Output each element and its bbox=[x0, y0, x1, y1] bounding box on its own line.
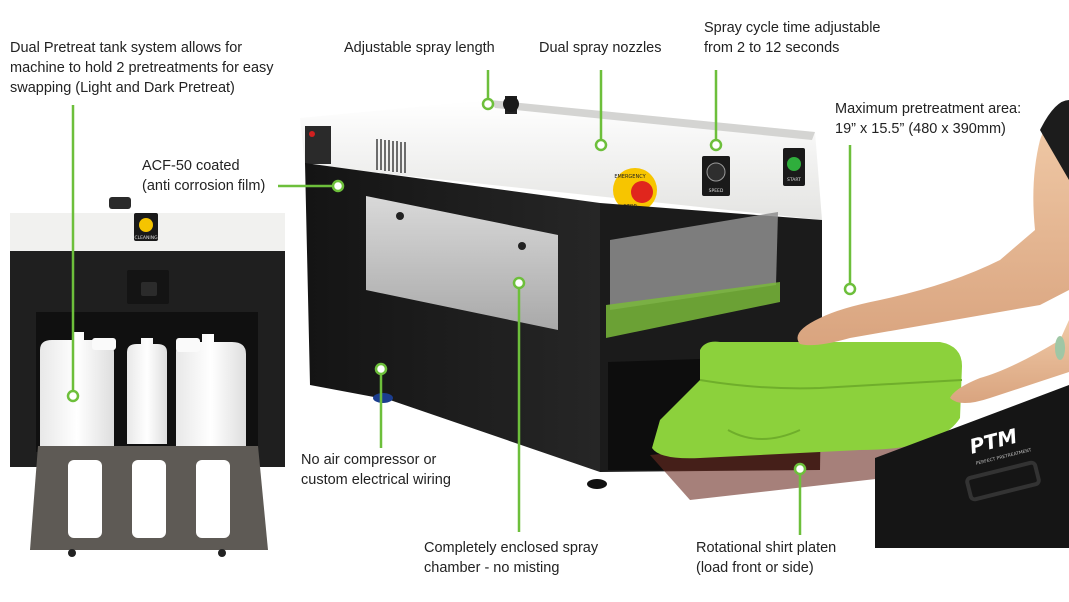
ptm-front-board: PTM PERFECT PRETREATMENT bbox=[875, 385, 1069, 548]
callout-dual-tank: Dual Pretreat tank system allows for mac… bbox=[10, 38, 274, 98]
timer-label: SPEED bbox=[709, 188, 724, 194]
marker-spray-length bbox=[481, 97, 495, 111]
callout-no-compressor-line-1: No air compressor or bbox=[301, 452, 437, 468]
green-t-shirt bbox=[652, 341, 962, 459]
callout-acf-coating-line-2: (anti corrosion film) bbox=[142, 178, 266, 194]
callout-cycle-time-line-1: Spray cycle time adjustable bbox=[704, 20, 881, 36]
callout-shirt-platen-line-1: Rotational shirt platen bbox=[696, 540, 837, 556]
shirt-fold bbox=[699, 379, 963, 390]
callout-cycle-time: Spray cycle time adjustable from 2 to 12… bbox=[704, 18, 881, 58]
bottle-3 bbox=[176, 334, 246, 446]
callout-max-area: Maximum pretreatment area: 19” x 15.5” (… bbox=[835, 99, 1021, 139]
callout-dual-tank-line-2: machine to hold 2 pretreatments for easy bbox=[10, 60, 274, 76]
callout-shirt-platen-line-2: (load front or side) bbox=[696, 560, 814, 576]
callout-cycle-time-line-2: from 2 to 12 seconds bbox=[704, 40, 840, 56]
marker-max-area bbox=[843, 282, 857, 296]
chamber-green-glow bbox=[606, 282, 780, 338]
jade-bracelet bbox=[1055, 336, 1065, 360]
rack-slot-2 bbox=[132, 460, 166, 538]
rack-foot-right bbox=[218, 549, 226, 557]
callout-shirt-platen: Rotational shirt platen (load front or s… bbox=[696, 538, 836, 578]
marker-dual-tank bbox=[66, 389, 80, 403]
rear-tank-view: CLEANING bbox=[10, 197, 285, 557]
callout-enclosed-chamber: Completely enclosed spray chamber - no m… bbox=[424, 538, 598, 578]
bottle-1-cap bbox=[92, 338, 116, 350]
marker-enclosed-chamber bbox=[512, 276, 526, 290]
window-bolt-1 bbox=[396, 212, 404, 220]
pretreat-bottles bbox=[40, 332, 246, 446]
callout-enclosed-chamber-line-1: Completely enclosed spray bbox=[424, 540, 599, 556]
callout-acf-coating-line-1: ACF-50 coated bbox=[142, 158, 240, 174]
emergency-label: EMERGENCY bbox=[614, 174, 646, 180]
timer-dial bbox=[706, 162, 726, 182]
callout-dual-nozzles: Dual spray nozzles bbox=[539, 38, 662, 58]
side-control-panel bbox=[305, 126, 331, 164]
marker-no-compressor bbox=[374, 362, 388, 376]
front-viewing-window bbox=[366, 196, 558, 330]
vent-slots bbox=[376, 139, 406, 173]
rear-knob bbox=[109, 197, 131, 209]
callout-spray-length: Adjustable spray length bbox=[344, 38, 495, 58]
rack-slot-3 bbox=[196, 460, 230, 538]
bottle-2 bbox=[127, 338, 167, 444]
callout-dual-nozzles-line-1: Dual spray nozzles bbox=[539, 40, 662, 56]
callout-no-compressor-line-2: custom electrical wiring bbox=[301, 472, 451, 488]
callout-enclosed-chamber-line-2: chamber - no misting bbox=[424, 560, 560, 576]
callout-dual-tank-line-1: Dual Pretreat tank system allows for bbox=[10, 40, 243, 56]
cleaning-button bbox=[139, 218, 153, 232]
foot-front-right bbox=[587, 479, 607, 489]
foot-front-left bbox=[373, 393, 393, 403]
board-handle bbox=[965, 460, 1041, 502]
emergency-stop-button bbox=[631, 181, 653, 203]
callout-no-compressor: No air compressor or custom electrical w… bbox=[301, 450, 451, 490]
callout-max-area-line-1: Maximum pretreatment area: bbox=[835, 101, 1022, 117]
operator-forearm bbox=[950, 320, 1069, 403]
callout-spray-length-line-1: Adjustable spray length bbox=[344, 40, 495, 56]
marker-shirt-platen bbox=[793, 462, 807, 476]
operator-shirt-sleeve bbox=[1040, 100, 1069, 180]
operator-upper-arm bbox=[797, 117, 1069, 346]
front-board-panel bbox=[875, 385, 1069, 548]
valve-switch bbox=[141, 282, 157, 296]
cleaning-label: CLEANING bbox=[134, 235, 158, 241]
shirt-collar bbox=[727, 429, 801, 440]
marker-cycle-time bbox=[709, 138, 723, 152]
power-led bbox=[309, 131, 315, 137]
callout-leader-lines bbox=[71, 70, 852, 535]
callout-max-area-line-2: 19” x 15.5” (480 x 390mm) bbox=[835, 121, 1006, 137]
knob-cap bbox=[503, 96, 519, 112]
callout-markers bbox=[66, 97, 857, 476]
top-cover-seam bbox=[490, 100, 815, 140]
start-label: START bbox=[787, 177, 801, 183]
marker-dual-nozzles bbox=[594, 138, 608, 152]
machine-top-cover bbox=[300, 100, 822, 220]
callout-dual-tank-line-3: swapping (Light and Dark Pretreat) bbox=[10, 80, 235, 96]
side-viewing-window bbox=[610, 212, 778, 310]
window-bolt-2 bbox=[518, 242, 526, 250]
operator-arms bbox=[797, 100, 1069, 403]
marker-acf-coating bbox=[331, 179, 345, 193]
bottle-1 bbox=[40, 332, 114, 446]
bottle-3-cap bbox=[176, 338, 200, 352]
rack-foot-left bbox=[68, 549, 76, 557]
rack-slot-1 bbox=[68, 460, 102, 538]
start-button bbox=[787, 157, 801, 171]
callout-acf-coating: ACF-50 coated (anti corrosion film) bbox=[142, 156, 265, 196]
